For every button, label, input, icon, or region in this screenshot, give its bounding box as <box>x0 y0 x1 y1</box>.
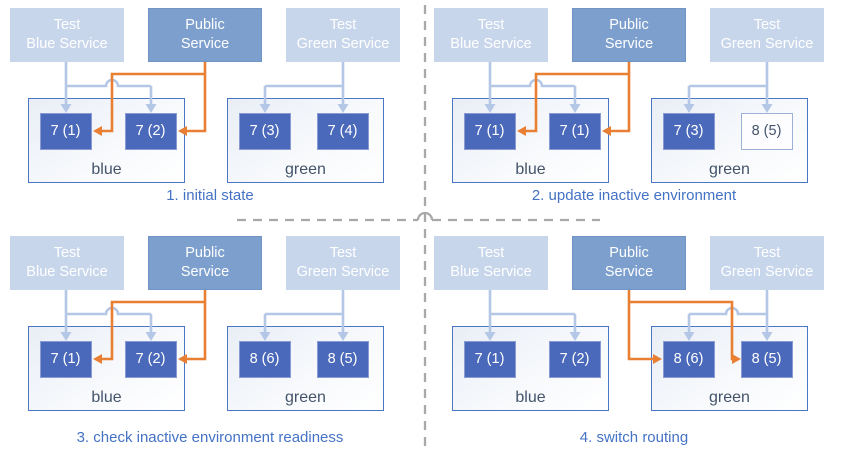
service-box-test-green: Test Green Service <box>710 8 824 62</box>
step-caption: 4. switch routing <box>579 429 689 446</box>
environment-label: green <box>709 161 750 178</box>
environment-box-blue: 7 (1) 7 (2) blue <box>452 326 609 411</box>
service-box-test-blue: Test Blue Service <box>10 236 124 290</box>
pod-blue-1: 7 (1) <box>463 340 516 378</box>
pod-blue-1: 7 (1) <box>39 112 92 150</box>
pod-green-1: 7 (3) <box>238 112 291 150</box>
service-label-line1: Test <box>753 17 781 33</box>
pod-green-2: 8 (5) <box>740 112 793 150</box>
service-label-line1: Public <box>185 245 225 261</box>
service-label-line1: Test <box>477 245 505 261</box>
environment-label: blue <box>515 161 546 178</box>
service-box-test-blue: Test Blue Service <box>434 236 548 290</box>
environment-box-blue: 7 (1) 7 (2) blue <box>28 326 185 411</box>
service-label-line2: Service <box>604 36 654 52</box>
service-box-public: Public Service <box>572 236 686 290</box>
pod-green-1: 8 (6) <box>238 340 291 378</box>
service-label-line1: Test <box>53 245 81 261</box>
pod-green-2: 8 (5) <box>740 340 793 378</box>
service-box-test-blue: Test Blue Service <box>10 8 124 62</box>
service-label-line2: Service <box>180 36 230 52</box>
environment-label: green <box>285 161 326 178</box>
service-label-line2: Blue Service <box>450 36 532 52</box>
service-label-line2: Service <box>180 264 230 280</box>
service-label-line2: Green Service <box>296 36 390 52</box>
step-caption: 3. check inactive environment readiness <box>76 429 344 446</box>
service-box-test-green: Test Green Service <box>286 8 400 62</box>
service-box-public: Public Service <box>148 8 262 62</box>
pod-blue-2: 7 (2) <box>548 340 601 378</box>
pod-blue-2: 7 (2) <box>124 112 177 150</box>
quadrant-3: Test Blue Service Public Service Test Gr… <box>0 228 424 456</box>
service-box-test-blue: Test Blue Service <box>434 8 548 62</box>
service-label-line2: Blue Service <box>450 264 532 280</box>
environment-box-green: 8 (6) 8 (5) green <box>227 326 384 411</box>
environment-box-blue: 7 (1) 7 (2) blue <box>28 98 185 183</box>
quadrant-2: Test Blue Service Public Service Test Gr… <box>424 0 848 228</box>
service-label-line1: Test <box>477 17 505 33</box>
service-label-line1: Public <box>185 17 225 33</box>
service-label-line1: Test <box>329 17 357 33</box>
divider-line-jump <box>416 211 434 221</box>
environment-label: blue <box>515 389 546 406</box>
environment-box-green: 7 (3) 8 (5) green <box>651 98 808 183</box>
pod-blue-2: 7 (1) <box>548 112 601 150</box>
service-label-line2: Green Service <box>720 264 814 280</box>
service-box-public: Public Service <box>572 8 686 62</box>
pod-blue-1: 7 (1) <box>463 112 516 150</box>
environment-box-green: 7 (3) 7 (4) green <box>227 98 384 183</box>
service-label-line2: Blue Service <box>26 264 108 280</box>
service-label-line1: Test <box>329 245 357 261</box>
service-box-public: Public Service <box>148 236 262 290</box>
environment-label: blue <box>91 161 122 178</box>
quadrant-4: Test Blue Service Public Service Test Gr… <box>424 228 848 456</box>
environment-box-green: 8 (6) 8 (5) green <box>651 326 808 411</box>
service-label-line2: Green Service <box>720 36 814 52</box>
environment-box-blue: 7 (1) 7 (1) blue <box>452 98 609 183</box>
service-label-line1: Public <box>609 17 649 33</box>
pod-green-1: 8 (6) <box>662 340 715 378</box>
environment-label: blue <box>91 389 122 406</box>
service-label-line1: Test <box>753 245 781 261</box>
pod-green-2: 7 (4) <box>316 112 369 150</box>
service-box-test-green: Test Green Service <box>286 236 400 290</box>
service-box-test-green: Test Green Service <box>710 236 824 290</box>
pod-blue-1: 7 (1) <box>39 340 92 378</box>
step-caption: 1. initial state <box>166 187 254 204</box>
service-label-line1: Test <box>53 17 81 33</box>
quadrant-1: Test Blue Service Public Service Test Gr… <box>0 0 424 228</box>
service-label-line2: Green Service <box>296 264 390 280</box>
pod-blue-2: 7 (2) <box>124 340 177 378</box>
environment-label: green <box>709 389 750 406</box>
pod-green-1: 7 (3) <box>662 112 715 150</box>
service-label-line2: Service <box>604 264 654 280</box>
service-label-line1: Public <box>609 245 649 261</box>
step-caption: 2. update inactive environment <box>531 187 737 204</box>
service-label-line2: Blue Service <box>26 36 108 52</box>
environment-label: green <box>285 389 326 406</box>
pod-green-2: 8 (5) <box>316 340 369 378</box>
